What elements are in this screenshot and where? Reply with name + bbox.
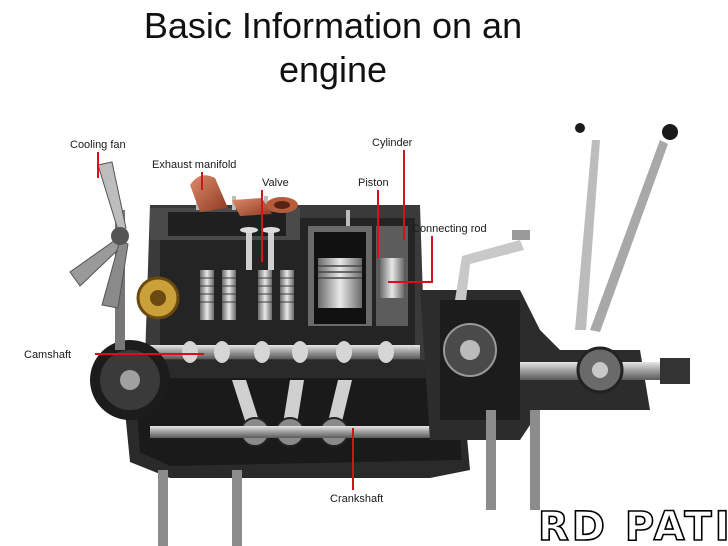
cooling-fan-part — [69, 161, 129, 309]
camshaft-part — [150, 341, 420, 363]
label-cylinder: Cylinder — [372, 137, 413, 149]
crank-assembly — [150, 380, 440, 447]
slide-title: Basic Information on an engine — [60, 4, 606, 92]
label-camshaft: Camshaft — [24, 349, 71, 361]
label-crankshaft: Crankshaft — [330, 493, 383, 505]
valve-train — [200, 227, 294, 320]
slide-title-line-2: engine — [278, 49, 388, 90]
callout-lines — [95, 150, 433, 490]
slide-title-line-1: Basic Information on an — [143, 5, 523, 46]
cylinder-and-piston — [308, 226, 408, 326]
callout-line-connecting-rod — [388, 236, 433, 283]
watermark-text: RD PATIL — [538, 504, 728, 546]
engine-stand — [158, 410, 540, 546]
label-exhaust-manifold: Exhaust manifold — [152, 159, 236, 171]
label-connecting-rod: Connecting rod — [412, 223, 487, 235]
label-valve: Valve — [262, 177, 289, 189]
label-cooling-fan: Cooling fan — [70, 139, 126, 151]
gearbox — [420, 123, 690, 440]
engine-cutaway-diagram: Cooling fan Exhaust manifold Valve Pisto… — [20, 102, 728, 546]
label-piston: Piston — [358, 177, 389, 189]
callout-labels: Cooling fan Exhaust manifold Valve Pisto… — [24, 137, 487, 505]
